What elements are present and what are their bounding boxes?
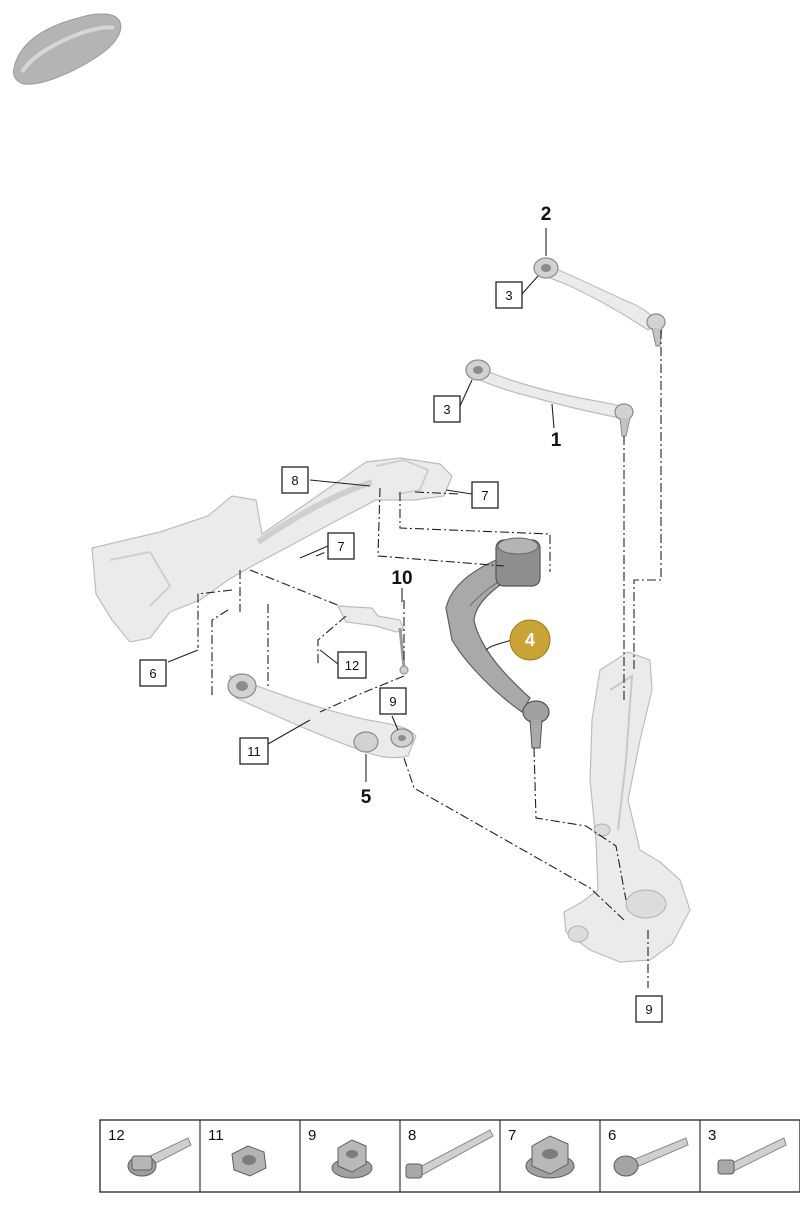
callout-4-label: 4 [525, 630, 535, 650]
callout-8-label: 8 [291, 473, 298, 488]
flange-bolt-icon [127, 1137, 192, 1177]
legend-cell-11[interactable]: 11 [208, 1127, 267, 1177]
parts-legend: 12 11 9 8 [99, 1119, 800, 1193]
hex-nut-icon [231, 1145, 267, 1177]
callout-11[interactable]: 11 [239, 737, 269, 765]
callout-3-upper[interactable]: 3 [495, 281, 523, 309]
callout-9-upper[interactable]: 9 [379, 687, 407, 715]
callout-9-lower-label: 9 [645, 1002, 652, 1017]
hex-bolt-icon [717, 1137, 787, 1175]
leader-lines [167, 228, 555, 782]
legend-label-3: 3 [708, 1127, 716, 1144]
callout-12[interactable]: 12 [337, 651, 367, 679]
legend-label-8: 8 [408, 1127, 416, 1144]
callout-6[interactable]: 6 [139, 659, 167, 687]
callout-5[interactable]: 5 [361, 787, 372, 808]
round-head-bolt-icon [613, 1137, 689, 1177]
callout-3-upper-label: 3 [505, 288, 512, 303]
callout-6-label: 6 [149, 666, 156, 681]
callout-10[interactable]: 10 [391, 568, 412, 589]
callout-1[interactable]: 1 [551, 430, 562, 451]
callout-10-label: 10 [391, 568, 412, 589]
legend-label-12: 12 [108, 1127, 125, 1144]
subframe [91, 457, 453, 643]
callout-12-label: 12 [345, 658, 359, 673]
callout-2-label: 2 [541, 204, 552, 225]
lower-control-arm-4 [445, 537, 550, 749]
callout-2[interactable]: 2 [541, 204, 552, 225]
callout-9-upper-label: 9 [389, 694, 396, 709]
large-flange-nut-icon [525, 1135, 575, 1179]
legend-label-9: 9 [308, 1127, 316, 1144]
callout-5-label: 5 [361, 787, 372, 808]
callout-7-mid-label: 7 [337, 539, 344, 554]
callout-8[interactable]: 8 [281, 466, 309, 494]
flange-nut-icon [331, 1139, 373, 1179]
callout-7-top[interactable]: 7 [471, 481, 499, 509]
callout-3-lower-label: 3 [443, 402, 450, 417]
legend-cell-6[interactable]: 6 [608, 1127, 689, 1177]
lower-control-arm-5 [227, 673, 417, 759]
steering-knuckle [563, 651, 691, 963]
callout-4-highlight[interactable]: 4 [509, 619, 551, 661]
legend-cell-9[interactable]: 9 [308, 1127, 373, 1179]
legend-label-6: 6 [608, 1127, 616, 1144]
car-silhouette-icon [13, 13, 122, 85]
callout-1-label: 1 [551, 430, 562, 451]
callout-7-mid[interactable]: 7 [327, 532, 355, 560]
legend-label-11: 11 [208, 1127, 224, 1144]
legend-cell-7[interactable]: 7 [508, 1127, 575, 1179]
legend-cell-3[interactable]: 3 [708, 1127, 787, 1175]
level-sensor-10 [336, 605, 409, 675]
callout-11-label: 11 [247, 744, 261, 759]
assembly-lines [197, 330, 662, 988]
legend-cell-8[interactable]: 8 [405, 1127, 494, 1179]
upper-control-arm-2 [533, 257, 666, 347]
callout-7-top-label: 7 [481, 488, 488, 503]
legend-cell-12[interactable]: 12 [108, 1127, 192, 1177]
upper-control-arm-1 [465, 359, 634, 437]
callout-3-lower[interactable]: 3 [433, 395, 461, 423]
long-bolt-icon [405, 1129, 494, 1179]
legend-label-7: 7 [508, 1127, 516, 1144]
callout-9-lower[interactable]: 9 [635, 995, 663, 1023]
